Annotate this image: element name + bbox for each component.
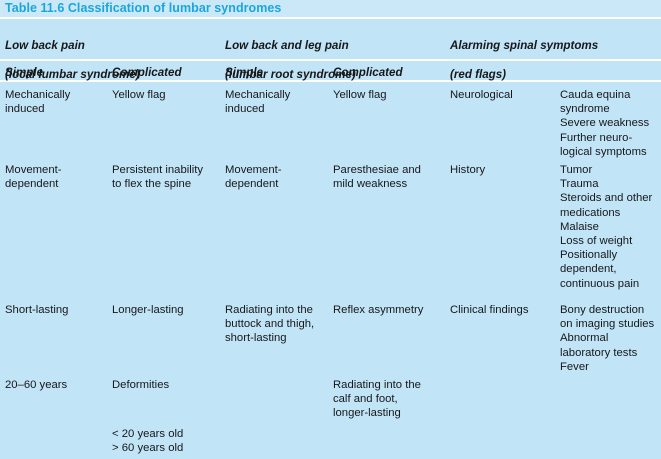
table-row: History: [450, 164, 486, 176]
table-row: Persistent inability to flex the spine: [112, 164, 204, 191]
divider-under-subheaders: [0, 80, 661, 82]
column-header-simple-1: Simple: [5, 66, 44, 79]
table-row: Neurological: [450, 89, 513, 101]
group-header-line1: Low back and leg pain: [225, 39, 349, 53]
group-header-low-back-and-leg-pain: Low back and leg pain (lumbar root syndr…: [225, 25, 435, 96]
table-row: Deformities: [112, 379, 170, 391]
divider-under-title: [0, 17, 661, 19]
divider-above-subheaders: [0, 59, 661, 61]
table-row: Movement- dependent: [225, 164, 282, 191]
table-row: Mechanically induced: [5, 89, 71, 116]
table-row: Radiating into the buttock and thigh, sh…: [225, 304, 315, 345]
table-row: Tumor Trauma Steroids and other medicati…: [560, 164, 653, 290]
table-row: 20–60 years: [5, 379, 68, 391]
column-header-complicated-2: Complicated: [333, 66, 403, 79]
group-header-line2: (local lumbar syndrome): [5, 67, 140, 81]
table-row: Bony destruction on imaging studies Abno…: [560, 304, 655, 373]
title-band: [0, 0, 661, 18]
table-row: Yellow flag: [333, 89, 387, 101]
table-row: Longer-lasting: [112, 304, 184, 316]
table-row: Cauda equina syndrome Severe weakness Fu…: [560, 89, 650, 158]
table-row: Mechanically induced: [225, 89, 291, 116]
table-row: Radiating into the calf and foot, longer…: [333, 379, 421, 420]
column-header-complicated-1: Complicated: [112, 66, 182, 79]
table-row-age-criteria: < 20 years old > 60 years old: [112, 428, 184, 455]
table-row: Clinical findings: [450, 304, 529, 316]
table-row: Movement- dependent: [5, 164, 62, 191]
page-title: Table 11.6 Classification of lumbar synd…: [5, 1, 282, 15]
table-row: Paresthesiae and mild weakness: [333, 164, 421, 191]
group-header-line2: (lumbar root syndrome): [225, 67, 356, 81]
group-header-line1: Alarming spinal symptoms: [450, 39, 599, 53]
table-row: Yellow flag: [112, 89, 166, 101]
column-header-simple-2: Simple: [225, 66, 264, 79]
table-row: Short-lasting: [5, 304, 69, 316]
group-header-low-back-pain: Low back pain (local lumbar syndrome): [5, 25, 205, 96]
group-header-alarming-spinal-symptoms: Alarming spinal symptoms (red flags): [450, 25, 660, 96]
table-row: Reflex asymmetry: [333, 304, 424, 316]
group-header-line2: (red flags): [450, 67, 507, 81]
group-header-line1: Low back pain: [5, 39, 85, 53]
